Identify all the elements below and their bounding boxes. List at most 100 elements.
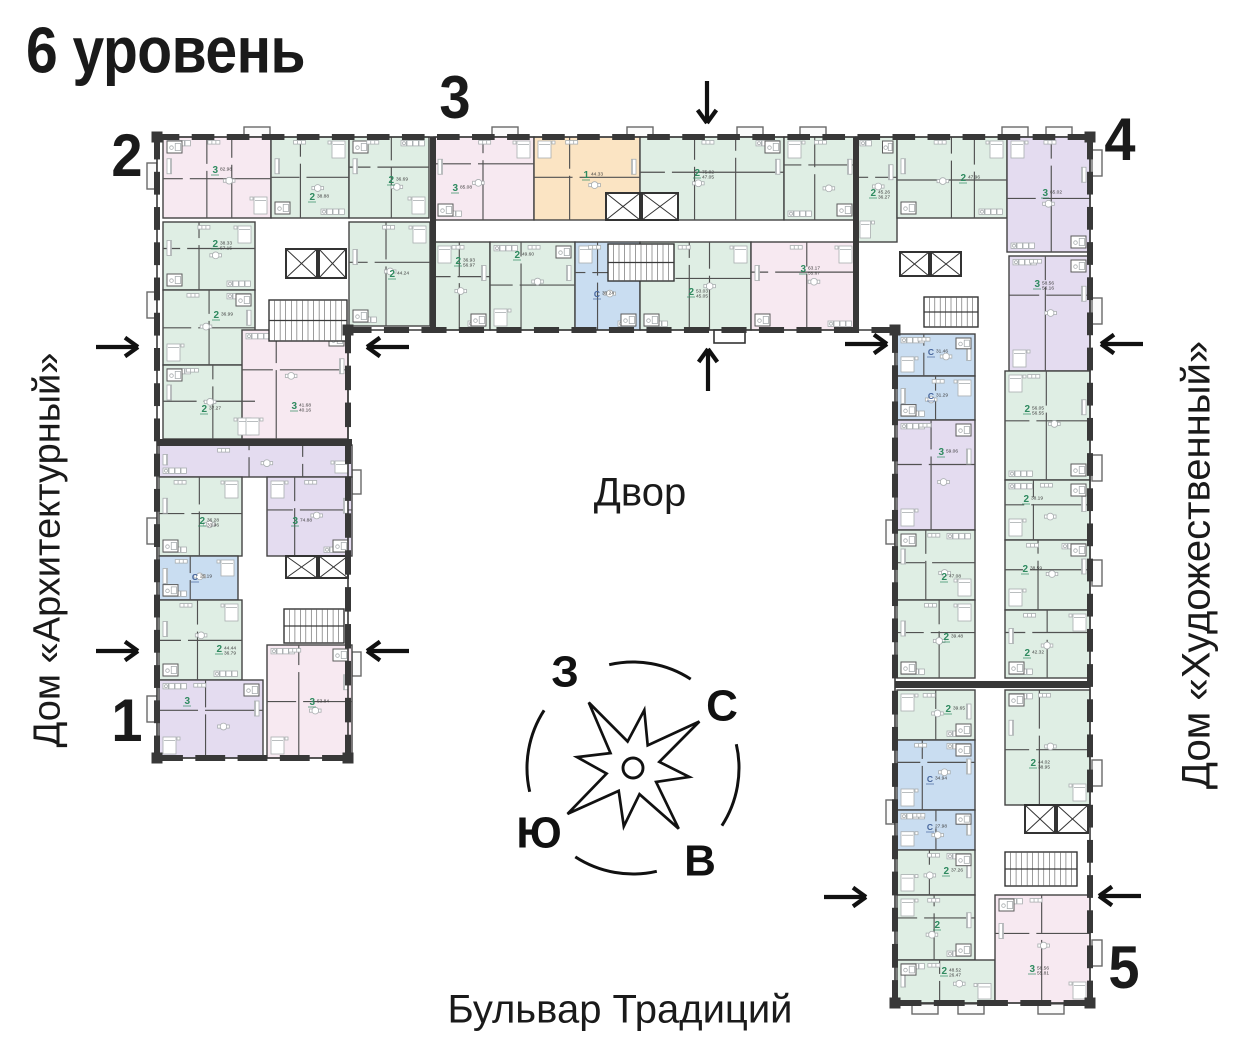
svg-text:45.26: 45.26 xyxy=(878,189,890,195)
entrance-arrow-left xyxy=(365,639,409,663)
svg-text:31.46: 31.46 xyxy=(936,348,948,354)
svg-text:36.93: 36.93 xyxy=(463,257,475,263)
furniture-group xyxy=(897,740,975,810)
furniture-group xyxy=(159,680,263,758)
svg-text:3: 3 xyxy=(1042,188,1048,199)
entrance-arrow-up xyxy=(696,347,720,391)
svg-text:57.15: 57.15 xyxy=(220,246,232,252)
balcony xyxy=(1091,559,1103,587)
furniture-group xyxy=(995,895,1090,1003)
compass-arc xyxy=(720,743,741,827)
svg-text:47.08: 47.08 xyxy=(949,573,961,579)
balcony xyxy=(911,1003,939,1015)
svg-text:82.98: 82.98 xyxy=(220,166,232,172)
furniture-group xyxy=(242,330,348,439)
section-divider-wall xyxy=(895,681,1090,688)
compass-hub xyxy=(621,756,645,780)
svg-text:85.08: 85.08 xyxy=(460,184,472,190)
wall-corner xyxy=(342,324,354,336)
svg-text:2: 2 xyxy=(1030,758,1036,769)
svg-text:2: 2 xyxy=(943,866,949,877)
svg-text:2: 2 xyxy=(201,404,207,415)
compass-arc xyxy=(574,855,658,876)
svg-text:37.27: 37.27 xyxy=(209,405,221,411)
furniture-group xyxy=(267,477,352,556)
compass-letter-east: В xyxy=(684,837,716,886)
unit-label: 3 xyxy=(183,696,191,707)
apartment-unit[interactable] xyxy=(158,444,353,478)
balcony xyxy=(351,469,362,495)
furniture-group xyxy=(163,290,255,365)
svg-text:2: 2 xyxy=(388,175,394,186)
compass-letter-west: З xyxy=(551,648,579,697)
svg-text:С: С xyxy=(927,774,933,784)
svg-text:38.95: 38.95 xyxy=(1038,765,1050,771)
furniture-group xyxy=(575,242,640,330)
svg-text:26.19: 26.19 xyxy=(200,573,212,579)
svg-text:2: 2 xyxy=(934,920,940,931)
entrance-arrow-left xyxy=(1099,332,1143,356)
svg-text:2: 2 xyxy=(199,516,205,527)
svg-text:3: 3 xyxy=(292,516,298,527)
svg-text:2: 2 xyxy=(960,173,966,184)
furniture-group xyxy=(349,222,430,326)
svg-text:2: 2 xyxy=(1023,494,1029,505)
svg-text:65.02: 65.02 xyxy=(1050,189,1062,195)
balcony xyxy=(1091,759,1103,787)
svg-text:53.03: 53.03 xyxy=(696,288,708,294)
svg-text:2: 2 xyxy=(941,966,947,977)
svg-text:3: 3 xyxy=(800,264,806,275)
svg-text:31.29: 31.29 xyxy=(936,392,948,398)
furniture-layer xyxy=(159,137,1090,1003)
entrance-arrow-right xyxy=(96,639,140,663)
svg-text:38.33: 38.33 xyxy=(220,240,232,246)
furniture-group xyxy=(434,137,534,220)
svg-text:56.55: 56.55 xyxy=(1032,411,1044,417)
house-left-label: Дом «Архитектурный» xyxy=(26,352,69,748)
svg-text:49.60: 49.60 xyxy=(522,251,534,257)
svg-text:47.05: 47.05 xyxy=(702,175,714,181)
svg-text:30.24: 30.24 xyxy=(602,290,614,296)
balcony xyxy=(1091,149,1103,177)
furniture-group xyxy=(897,895,975,960)
furniture-group xyxy=(163,222,255,290)
entrance-arrow-right xyxy=(845,332,889,356)
svg-text:44.02: 44.02 xyxy=(1038,759,1050,765)
svg-text:3: 3 xyxy=(938,447,944,458)
svg-text:44.24: 44.24 xyxy=(397,270,409,276)
svg-text:58.56: 58.56 xyxy=(1042,280,1054,286)
compass-letter-south: Ю xyxy=(516,809,561,858)
wall-corner xyxy=(151,752,163,764)
section-number-3: 3 xyxy=(439,62,471,131)
furniture-group xyxy=(897,420,975,530)
furniture-group xyxy=(162,556,235,600)
section-divider-wall xyxy=(853,137,859,330)
svg-text:40.16: 40.16 xyxy=(299,408,311,414)
svg-text:26.47: 26.47 xyxy=(949,973,961,979)
svg-text:С: С xyxy=(928,391,934,401)
